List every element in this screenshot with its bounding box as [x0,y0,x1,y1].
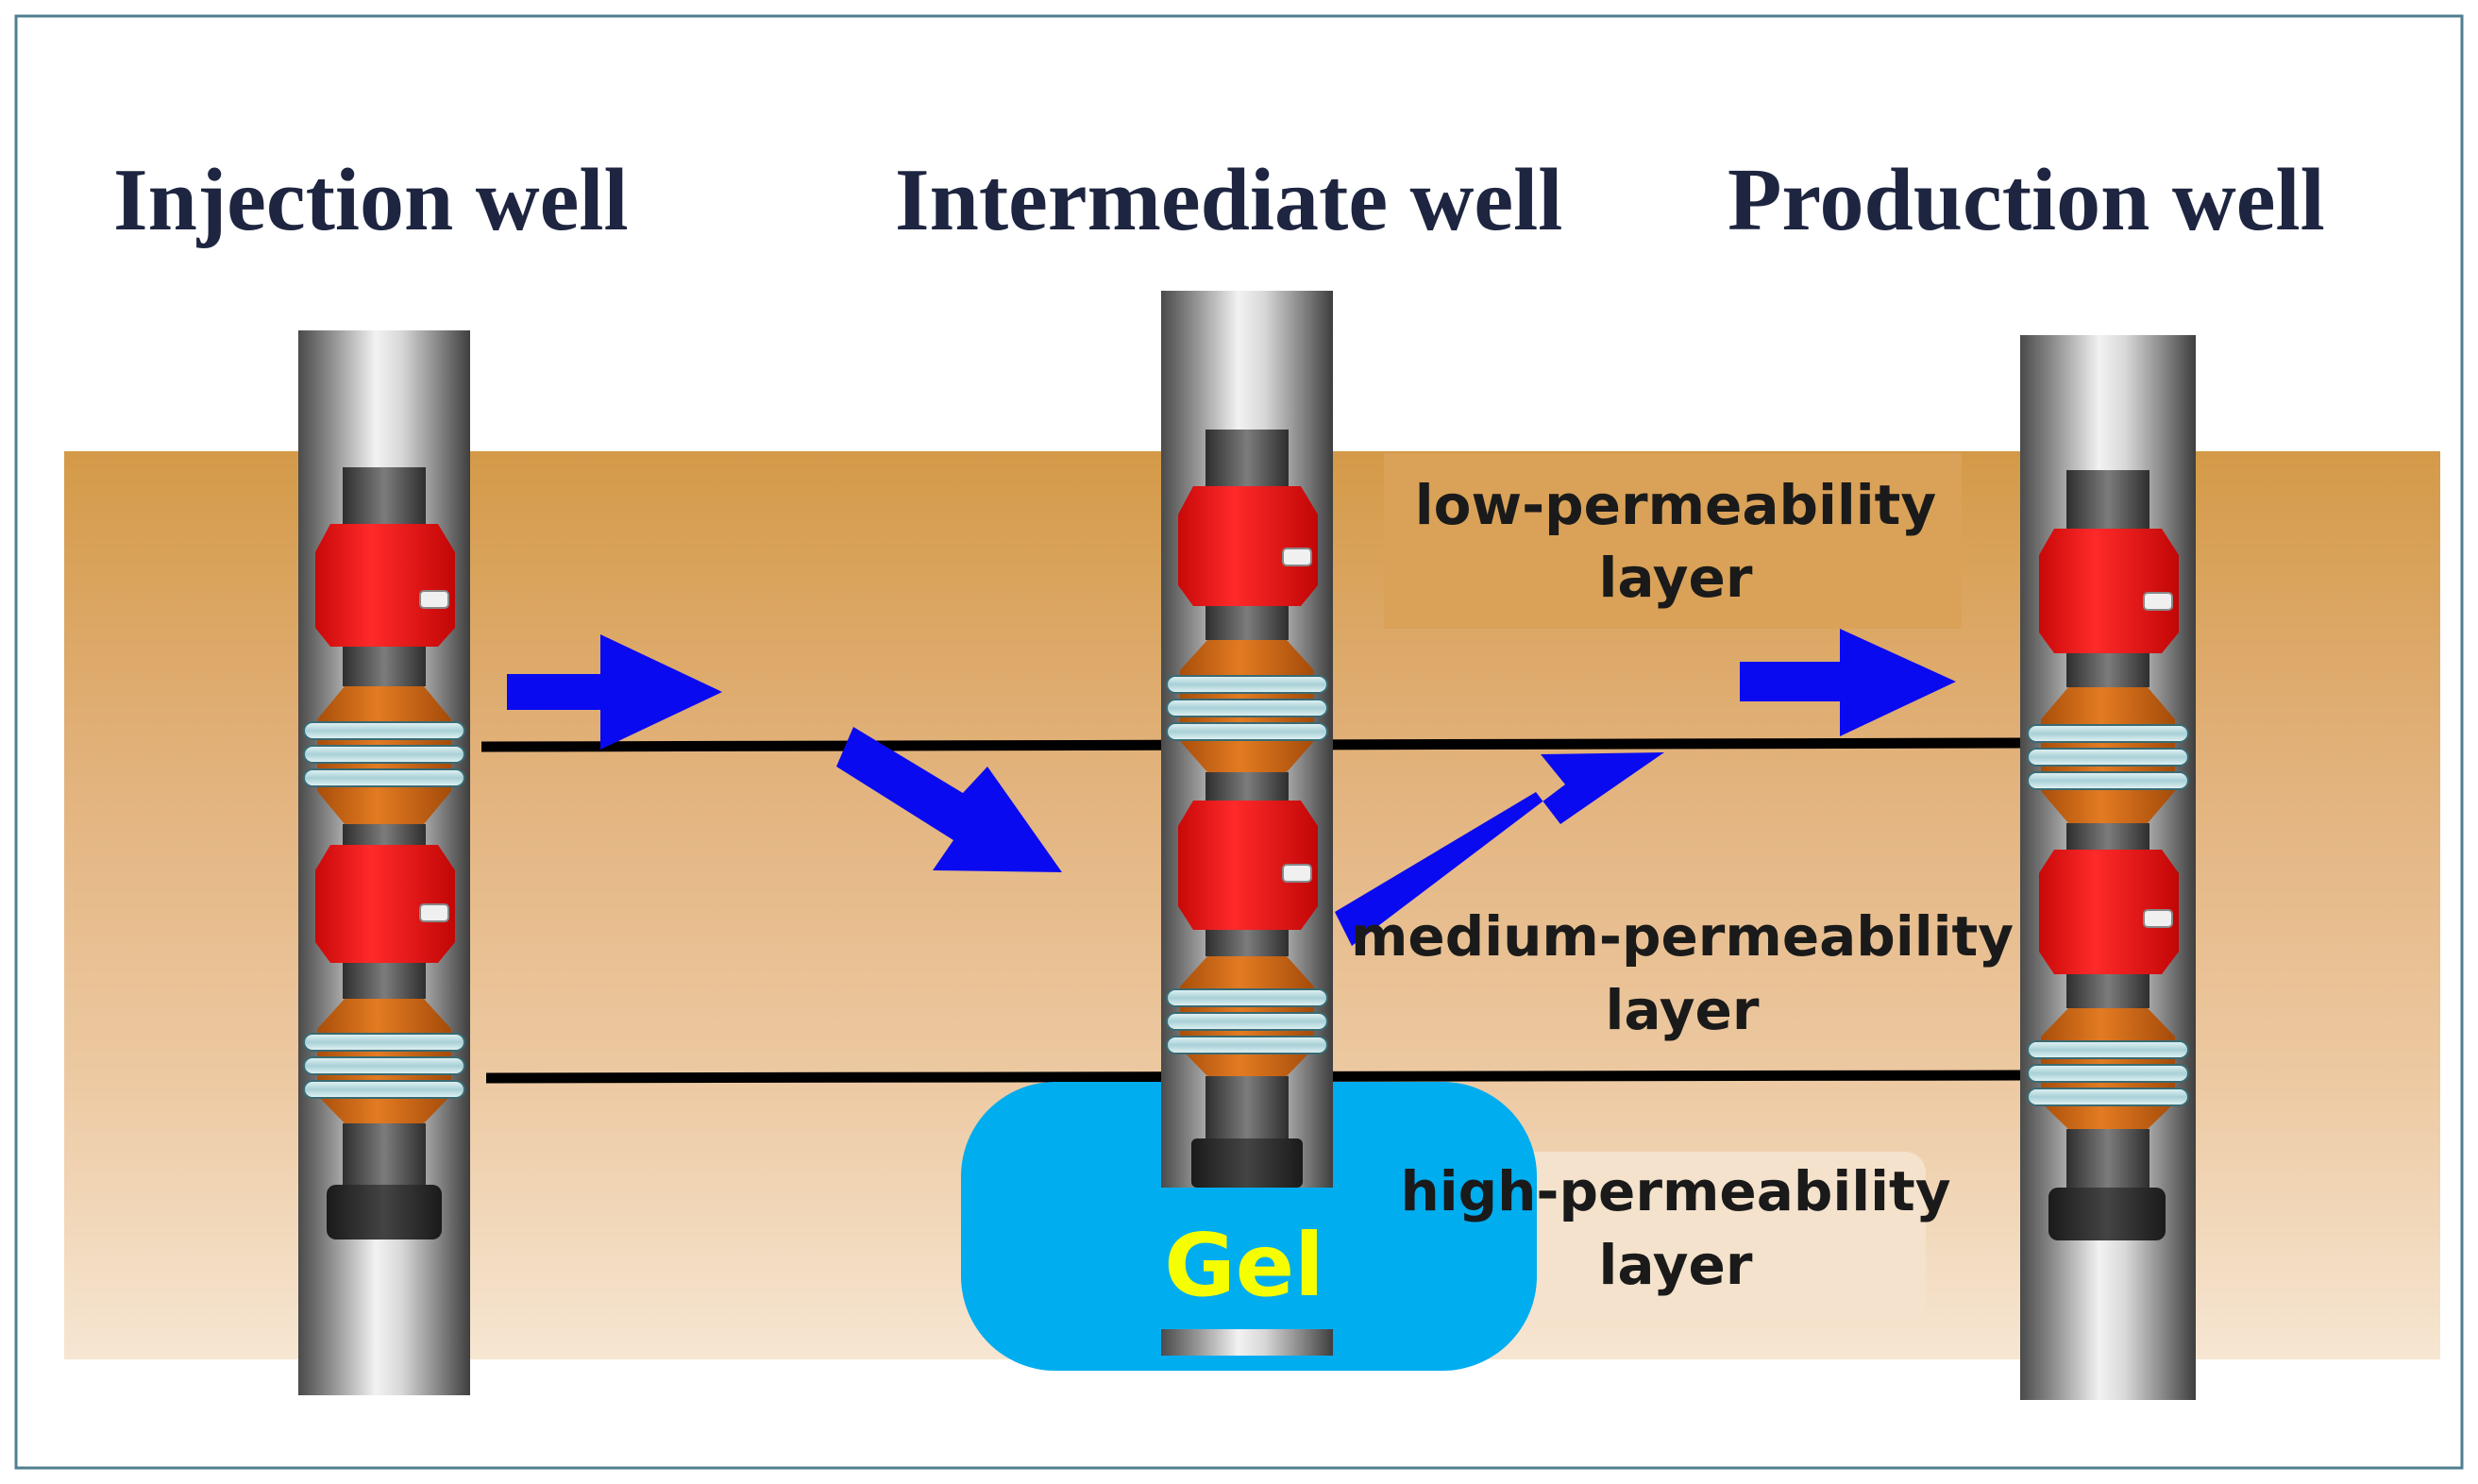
tool-rod [343,467,426,524]
intermediate-well-title: Intermediate well [895,151,1562,249]
high-permeability-label: high-permeability [1400,1159,1950,1223]
medium-permeability-label-line2: layer [1606,978,1760,1042]
seal-ring-icon [2027,1008,2189,1129]
production-well-title: Production well [1728,151,2325,249]
high-permeability-label-line2: layer [1599,1233,1753,1297]
packer-icon [1178,801,1318,930]
tool-rod [2066,823,2149,850]
end-cap [1191,1138,1303,1188]
gel-label: Gel [1164,1215,1323,1316]
tool-rod [343,1123,426,1185]
tool-rod [1205,606,1289,640]
tool-rod [1205,1076,1289,1138]
end-cap [2048,1188,2166,1240]
production-well [2020,335,2196,1400]
tool-rod [1205,930,1289,956]
flow-arrow-icon [507,634,722,750]
flow-arrow-icon [836,727,1062,872]
tool-rod [2066,974,2149,1008]
injection-well [298,330,470,1395]
flow-arrow-icon [1335,752,1664,946]
tool-rod [2066,470,2149,529]
packer-icon [315,524,455,647]
gel-zone [961,1082,1537,1371]
tool-rod [2066,1129,2149,1188]
seal-ring-icon [1166,640,1328,772]
high-permeability-layer-patch [1416,1152,1926,1326]
tool-rod [343,647,426,686]
flow-arrow-icon [1740,629,1956,736]
seal-ring-icon [2027,687,2189,823]
seal-ring-icon [303,999,465,1123]
intermediate-well [1161,291,1333,1356]
packer-icon [2039,529,2179,653]
tool-rod [1205,430,1289,486]
intermediate-well-casing-bottom [1161,1329,1333,1356]
tool-rod [343,824,426,845]
tool-rod [343,963,426,999]
low-permeability-label-line2: layer [1599,546,1753,610]
low-permeability-label: low-permeability [1415,473,1936,537]
seal-ring-icon [1166,956,1328,1076]
packer-icon [2039,850,2179,974]
seal-ring-icon [303,686,465,824]
packer-icon [1178,486,1318,606]
injection-well-title: Injection well [113,151,629,249]
tool-rod [2066,653,2149,687]
tool-rod [1205,772,1289,801]
end-cap [327,1185,442,1239]
packer-icon [315,845,455,963]
medium-permeability-label: medium-permeability [1351,904,2014,969]
low-permeability-layer-patch [1384,453,1962,629]
